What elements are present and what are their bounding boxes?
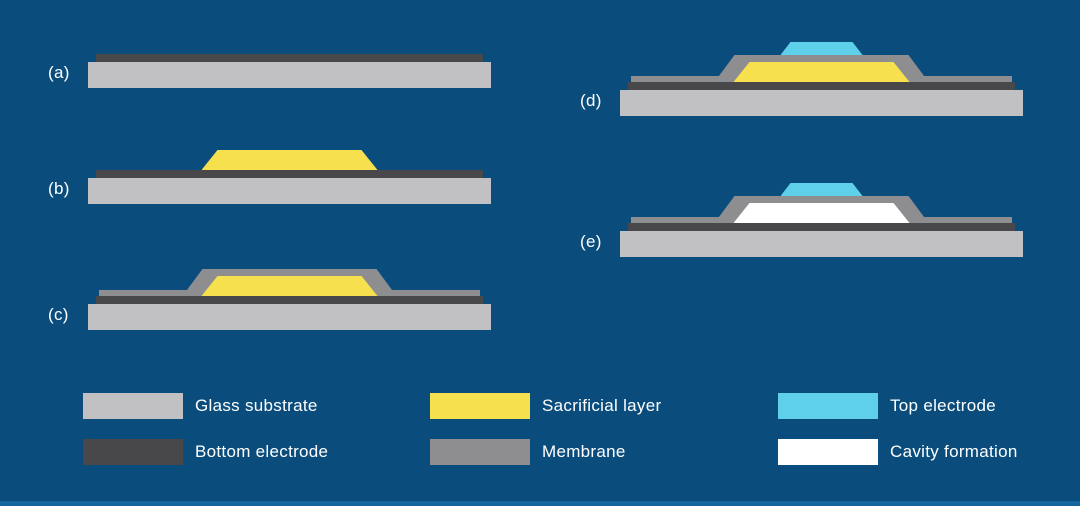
legend-item-sacrificial-layer: Sacrificial layer [430,393,661,419]
step-b: (b) [48,130,491,204]
step-e-label: (e) [580,232,602,251]
glass-substrate-layer [620,231,1023,257]
legend-item-cavity-formation: Cavity formation [778,439,1018,465]
step-d: (d) [580,42,1023,116]
sacrificial-layer [202,276,378,296]
step-e: (e) [580,183,1023,257]
cavity-layer [734,203,910,223]
legend-label: Top electrode [890,396,996,415]
legend-label: Membrane [542,442,626,461]
sacrificial-layer [202,150,378,170]
step-d-label: (d) [580,91,602,110]
step-a: (a) [48,14,491,88]
bottom-electrode-swatch [83,439,183,465]
legend-item-glass-substrate: Glass substrate [83,393,328,419]
bottom-electrode-layer [96,54,483,62]
legend-item-membrane: Membrane [430,439,661,465]
glass-substrate-layer [88,304,491,330]
membrane-swatch [430,439,530,465]
glass-substrate-layer [88,178,491,204]
step-c-label: (c) [48,305,69,324]
legend-column-2: Sacrificial layer Membrane [430,393,661,465]
cavity-formation-swatch [778,439,878,465]
top-electrode-layer [781,183,863,196]
glass-substrate-swatch [83,393,183,419]
legend-label: Cavity formation [890,442,1018,461]
legend-label: Bottom electrode [195,442,329,461]
bottom-electrode-layer [96,296,483,304]
sacrificial-layer-swatch [430,393,530,419]
step-a-label: (a) [48,63,70,82]
step-b-label: (b) [48,179,70,198]
bottom-electrode-layer [96,170,483,178]
glass-substrate-layer [88,62,491,88]
glass-substrate-layer [620,90,1023,116]
sacrificial-layer [734,62,910,82]
top-electrode-swatch [778,393,878,419]
legend-label: Sacrificial layer [542,396,662,415]
bottom-accent-bar [0,501,1080,506]
top-electrode-layer [781,42,863,55]
legend-item-bottom-electrode: Bottom electrode [83,439,328,465]
legend-column-3: Top electrode Cavity formation [778,393,1018,465]
bottom-electrode-layer [628,223,1015,231]
legend-column-1: Glass substrate Bottom electrode [83,393,328,465]
legend-label: Glass substrate [195,396,318,415]
step-c: (c) [48,256,491,330]
bottom-electrode-layer [628,82,1015,90]
legend-item-top-electrode: Top electrode [778,393,1018,419]
